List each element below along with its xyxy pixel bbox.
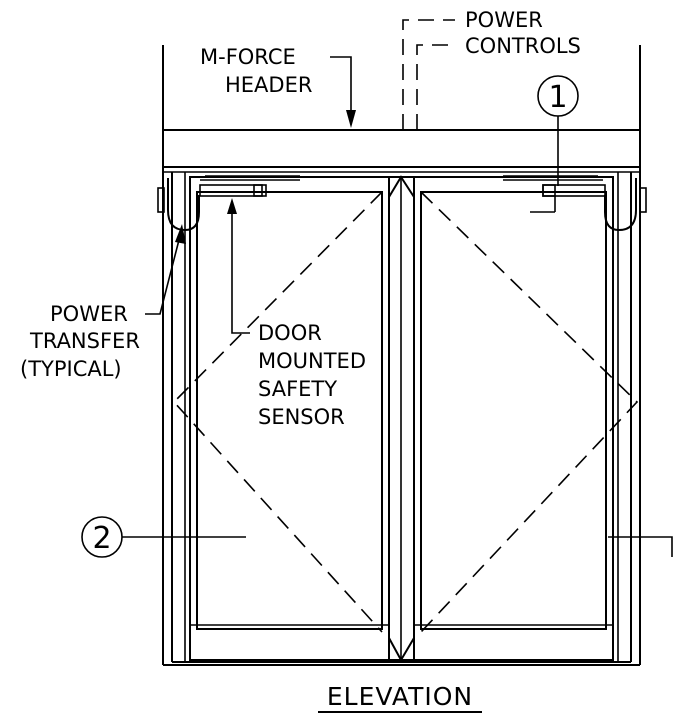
m-force-header-leader [330, 56, 356, 128]
label-power-transfer-1: POWER [50, 302, 128, 326]
callout-2 [81, 516, 246, 558]
power-transfer-leader [145, 224, 186, 315]
left-swing-indication [172, 191, 383, 633]
right-callout-leader [608, 536, 673, 557]
label-sensor: SENSOR [258, 405, 345, 429]
door-sensor-leader [227, 198, 250, 334]
left-operator-arm [199, 175, 300, 197]
label-safety: SAFETY [258, 377, 337, 401]
center-stile [388, 175, 415, 663]
elevation-title: ELEVATION [327, 682, 473, 711]
label-power-transfer-2: TRANSFER [29, 329, 140, 353]
callout-2-number: 2 [92, 521, 111, 556]
label-power-transfer-3: (TYPICAL) [20, 357, 122, 381]
left-power-transfer-loop [157, 178, 200, 232]
right-door-leaf [413, 176, 614, 661]
right-swing-indication [420, 191, 639, 633]
callout-1 [537, 75, 579, 186]
label-m-force: M-FORCE [200, 45, 296, 69]
label-controls: CONTROLS [465, 34, 581, 58]
label-door: DOOR [258, 321, 322, 345]
m-force-header-box [162, 129, 641, 173]
label-header: HEADER [225, 73, 312, 97]
callout-1-number: 1 [548, 80, 567, 115]
label-power: POWER [465, 8, 543, 32]
power-controls-conduits [402, 19, 455, 130]
right-operator-arm [503, 175, 606, 213]
label-mounted: MOUNTED [258, 349, 366, 373]
left-door-leaf [189, 176, 390, 661]
right-power-transfer-loop [604, 178, 647, 232]
